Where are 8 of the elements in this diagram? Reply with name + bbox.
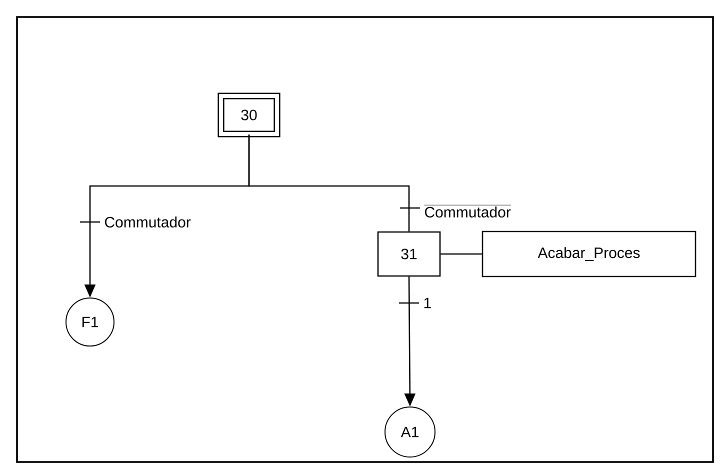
transition-condition: Commutador (104, 216, 191, 228)
action-box: Acabar_Proces (482, 230, 696, 278)
step-box: 31 (377, 231, 441, 277)
initial-step-box: 30 (218, 92, 280, 138)
connector-line (248, 134, 410, 232)
connector-line (440, 253, 482, 255)
transition-condition: Commutador (424, 204, 512, 218)
transition-condition: 1 (424, 298, 431, 308)
